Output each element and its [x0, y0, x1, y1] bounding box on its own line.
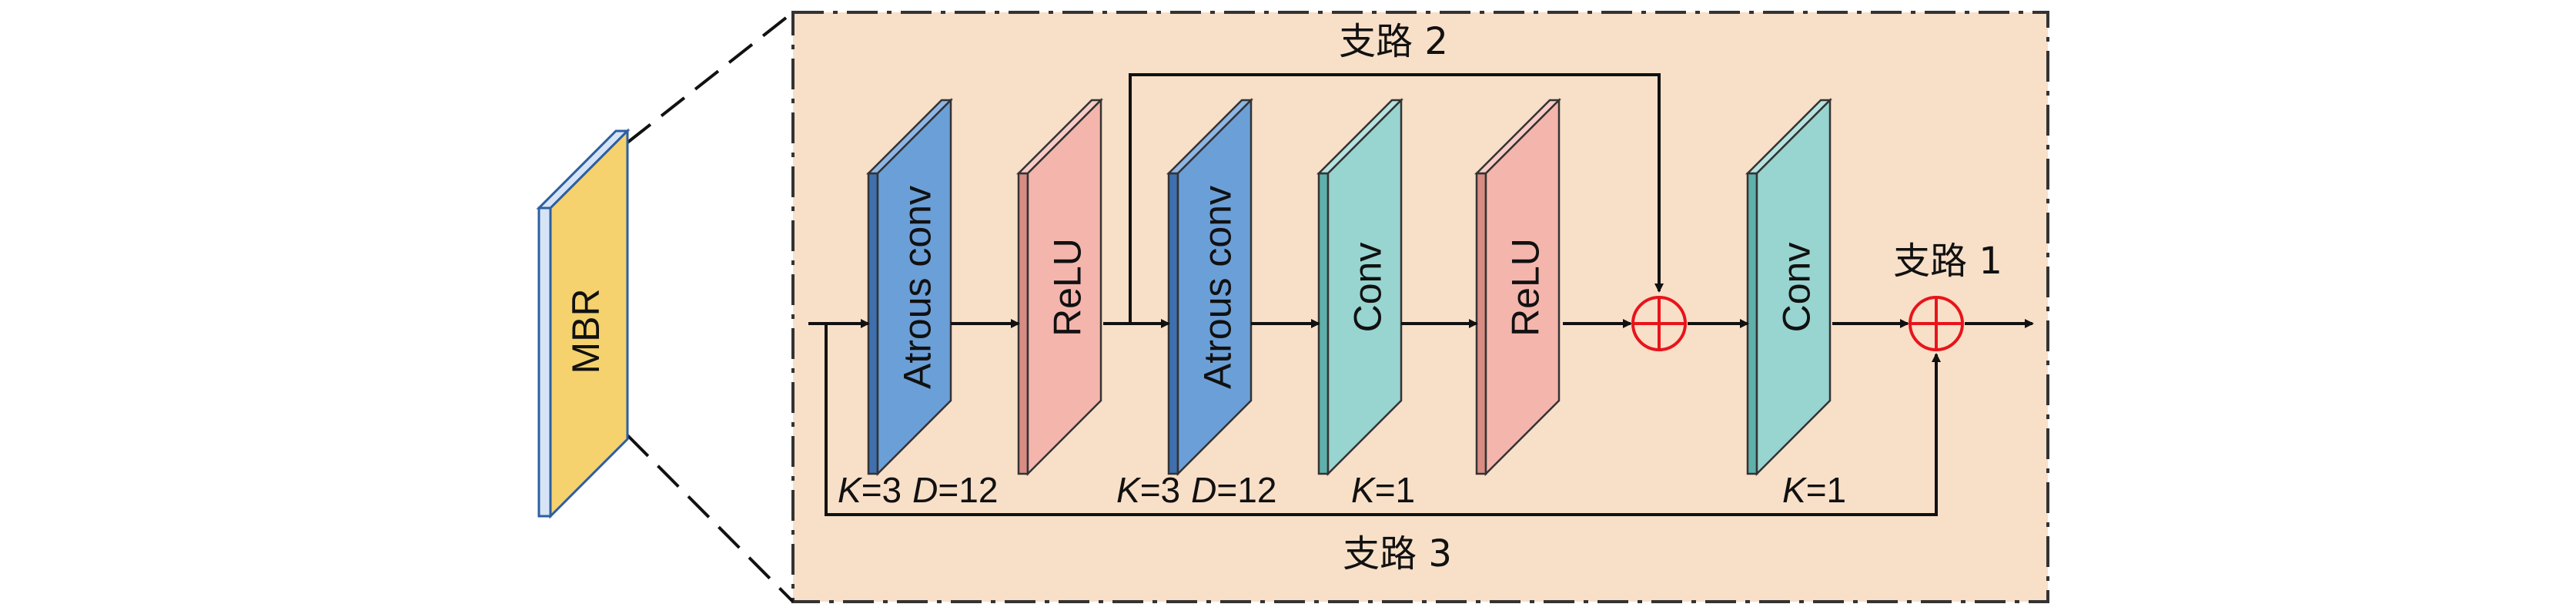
mbr-front [549, 128, 629, 519]
sum-node-branch1 [1909, 296, 1964, 351]
block-label-atrous1: Atrous conv [896, 186, 939, 389]
block-label-conv1: Conv [1347, 243, 1390, 333]
block-label-atrous2: Atrous conv [1196, 186, 1239, 389]
blocks-layer: Atrous conv ReLU Atrous conv Conv ReLU Conv [865, 97, 1833, 477]
branch-3-label: 支路 3 [1343, 532, 1452, 575]
expanded-panel [791, 11, 2049, 603]
block-label-relu2: ReLU [1504, 238, 1547, 337]
zoom-line-top [626, 11, 795, 144]
block-conv2: Conv [1745, 97, 1833, 477]
param-conv1: K=1 [1351, 470, 1415, 510]
mbr-block: MBR [536, 128, 631, 519]
block-label-conv2: Conv [1775, 243, 1818, 333]
branch-3-skip [825, 324, 1941, 516]
branch-1-label: 支路 1 [1893, 240, 2002, 283]
block-atrous1: Atrous conv [865, 97, 954, 477]
block-relu2: ReLU [1474, 97, 1562, 477]
block-conv1: Conv [1316, 97, 1404, 477]
zoom-line-bottom [626, 434, 795, 603]
block-relu1: ReLU [1015, 97, 1104, 477]
mbr-label: MBR [564, 288, 607, 374]
param-conv2: K=1 [1782, 470, 1846, 510]
sum-node-branch2 [1631, 296, 1687, 351]
branch-2-skip [1129, 73, 1664, 324]
branch-2-label: 支路 2 [1339, 20, 1448, 63]
block-label-relu1: ReLU [1046, 238, 1089, 337]
flow-lines [808, 73, 2034, 516]
block-atrous2: Atrous conv [1166, 97, 1254, 477]
